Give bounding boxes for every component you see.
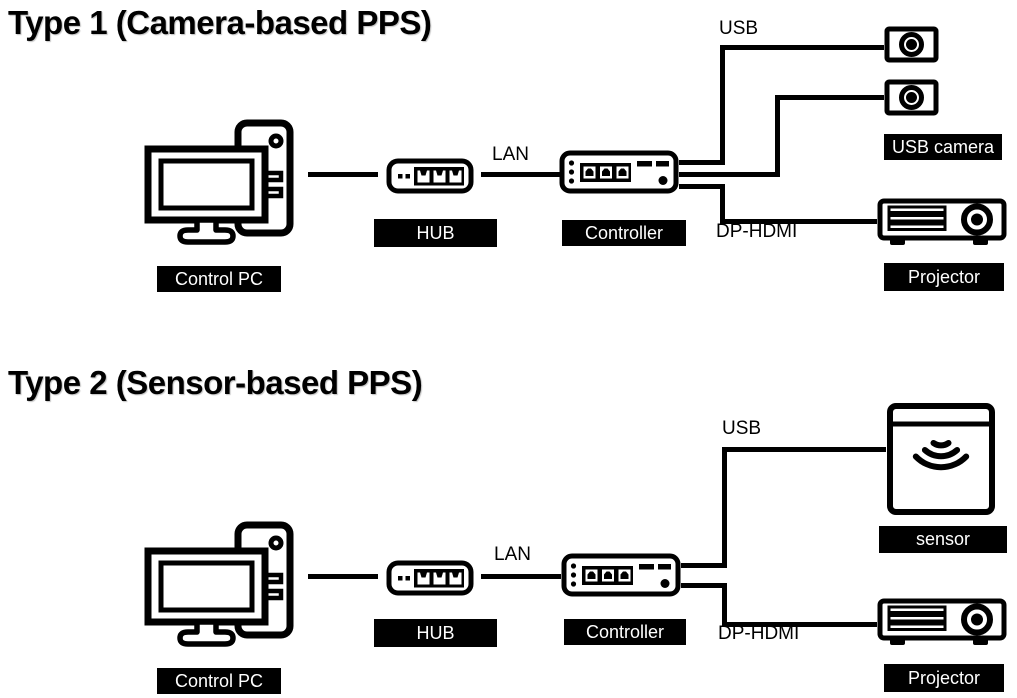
pc-hub-line (308, 574, 378, 579)
sensor-icon (886, 402, 996, 516)
camera2-line-v (775, 95, 780, 177)
hub-label: HUB (374, 619, 497, 647)
control-pc-icon (143, 118, 295, 266)
projector-label: Projector (884, 263, 1004, 291)
type2-title: Type 2 (Sensor-based PPS) (8, 364, 423, 401)
control-pc-label: Control PC (157, 266, 281, 292)
lan-link-label: LAN (494, 544, 531, 565)
camera2-line-h1 (679, 172, 780, 177)
controller-label: Controller (562, 220, 686, 246)
projector-icon (877, 598, 1007, 648)
projector-line-v (722, 583, 727, 627)
sensor-line-h1 (681, 563, 727, 568)
projector-line-h1 (679, 184, 725, 189)
dp-hdmi-link-label: DP-HDMI (718, 623, 800, 644)
controller-icon (559, 150, 679, 194)
usb-camera-label: USB camera (884, 134, 1002, 160)
usb-camera-icon (884, 79, 939, 116)
lan-link-label: LAN (492, 144, 529, 165)
hub-icon (386, 158, 474, 194)
hub-controller-line (481, 574, 561, 579)
projector-line-h2 (720, 219, 877, 224)
sensor-line-v (722, 447, 727, 568)
hub-label: HUB (374, 219, 497, 247)
projector-icon (877, 198, 1007, 248)
camera1-line-h2 (720, 45, 884, 50)
controller-label: Controller (564, 619, 686, 645)
hub-icon (386, 560, 474, 596)
camera1-line-v (720, 45, 725, 165)
usb-link-label: USB (722, 418, 762, 439)
projector-line-v (720, 184, 725, 224)
camera2-line-h2 (775, 95, 884, 100)
projector-line-h2 (722, 622, 877, 627)
usb-camera-icon (884, 26, 939, 63)
control-pc-label: Control PC (157, 668, 281, 694)
projector-line-h1 (681, 583, 727, 588)
camera1-line-h1 (679, 160, 725, 165)
sensor-line-h2 (722, 447, 886, 452)
control-pc-icon (143, 520, 295, 668)
sensor-label: sensor (879, 526, 1007, 553)
dp-hdmi-link-label: DP-HDMI (716, 221, 798, 242)
hub-controller-line (481, 172, 561, 177)
usb-link-label: USB (719, 18, 759, 39)
projector-label: Projector (884, 664, 1004, 692)
pc-hub-line (308, 172, 378, 177)
controller-icon (561, 553, 681, 597)
type1-title: Type 1 (Camera-based PPS) (8, 4, 432, 41)
